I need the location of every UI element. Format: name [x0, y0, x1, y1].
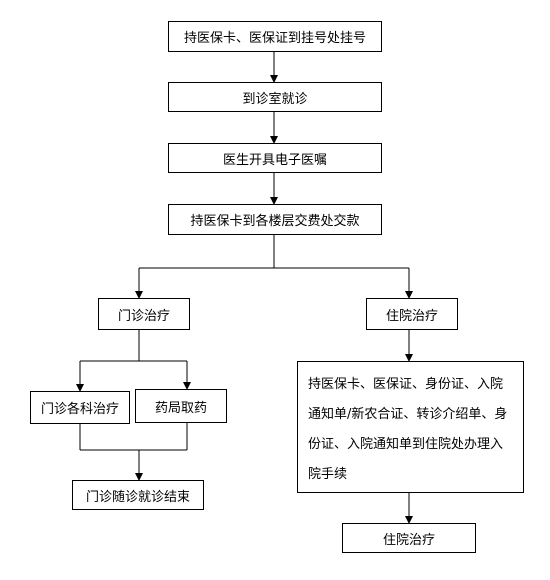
- inpatient-title: 住院治疗: [366, 298, 458, 330]
- outpatient-title: 门诊治疗: [98, 298, 190, 330]
- inpatient-procedure: 持医保卡、医保证、身份证、入院通知单/新农合证、转诊介绍单、身份证、入院通知单到…: [297, 361, 524, 493]
- inpatient-result: 住院治疗: [342, 523, 476, 553]
- step-register: 持医保卡、医保证到挂号处挂号: [168, 21, 382, 52]
- outpatient-treatment: 门诊各科治疗: [30, 391, 130, 424]
- step-prescription: 医生开具电子医嘱: [168, 143, 382, 173]
- step-payment: 持医保卡到各楼层交费处交款: [168, 204, 382, 235]
- outpatient-end: 门诊随诊就诊结束: [72, 480, 204, 510]
- outpatient-pharmacy: 药局取药: [135, 389, 227, 423]
- step-consult: 到诊室就诊: [168, 82, 382, 112]
